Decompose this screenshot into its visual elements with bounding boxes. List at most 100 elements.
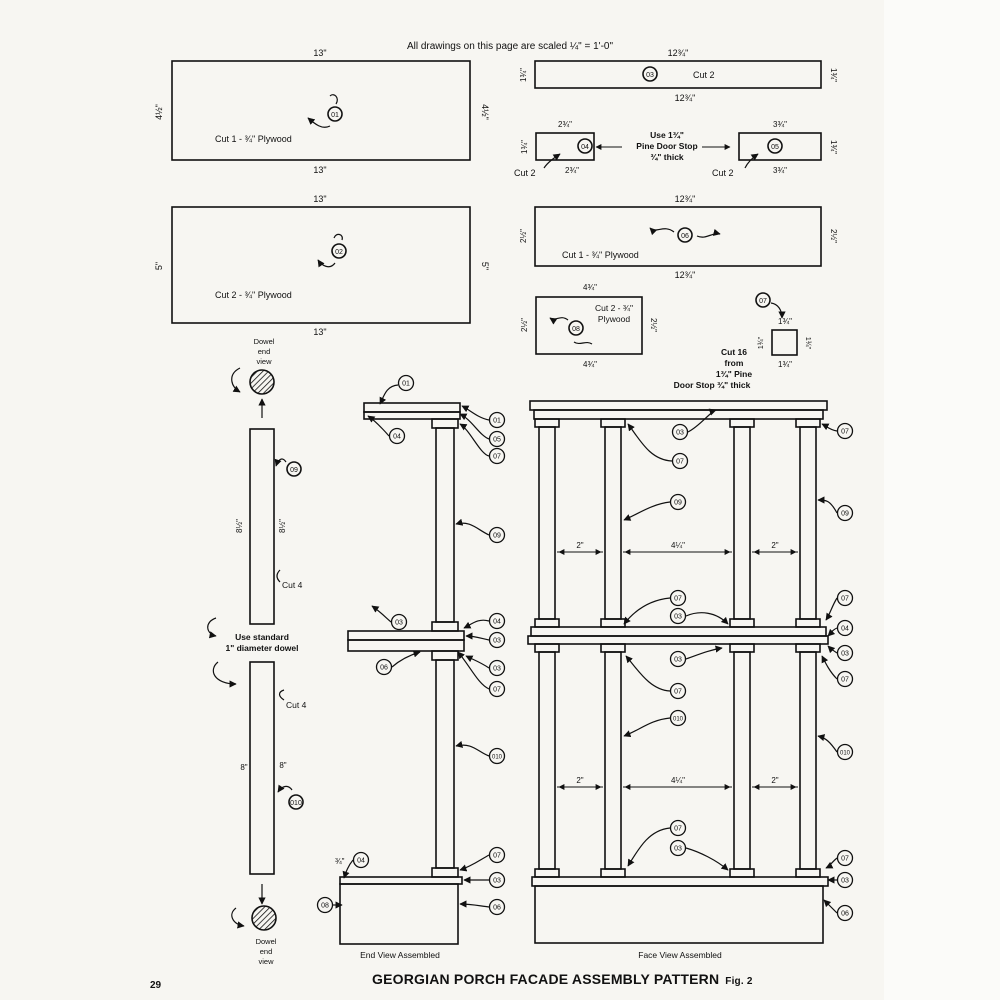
piece-07-side-dim-right: 1¾" [804, 337, 811, 350]
callout-number: 03 [493, 638, 501, 645]
callout-bubble [488, 747, 506, 765]
callout-leader [827, 627, 838, 637]
piece-02: 13" 13" 5" 5" Cut 2 - ¾" Plywood 02 [154, 194, 490, 337]
callout-bubble [836, 619, 854, 637]
callout-number: 03 [674, 846, 682, 853]
dowel-09-length-left: 8½" [235, 519, 244, 533]
piece-01-bottom-dim: 13" [313, 165, 326, 175]
callout-bubble [669, 819, 687, 837]
callout-bubble [316, 896, 334, 914]
piece-08-tag: 08 [572, 326, 580, 333]
callout-01-1: 01 [461, 405, 506, 429]
callout-bubble [836, 871, 854, 889]
callout-03-14: 03 [465, 631, 506, 649]
callout-bubble [669, 650, 687, 668]
callout-bubble [836, 743, 854, 761]
piece-03-bottom-dim: 12¾" [675, 93, 696, 103]
dowel-09: Dowel end view 8½" 8½" Cut 4 09 [231, 337, 303, 625]
piece-01: 13" 13" 4½" 4½" Cut 1 - ¾" Plywood 01 [154, 48, 490, 175]
callout-07-30: 07 [459, 846, 506, 872]
callout-03-29: 03 [669, 839, 729, 871]
piece-04-side-dim: 1¾" [520, 140, 529, 154]
callout-leader [627, 423, 673, 462]
piece-07-top-dim: 1¾" [778, 317, 792, 326]
callout-number: 07 [674, 596, 682, 603]
callout-leader [821, 655, 838, 680]
callout-bubble [669, 589, 687, 607]
piece-04-tag: 04 [581, 144, 589, 151]
callout-leader [685, 645, 723, 660]
dowel-09-length-right: 8½" [278, 519, 287, 533]
callout-03-31: 03 [463, 871, 506, 889]
callout-bubble [836, 849, 854, 867]
callout-leader [687, 408, 717, 433]
callout-07-22: 07 [825, 589, 854, 621]
piece-04-bottom-dim: 2¾" [565, 166, 579, 175]
dowel-010-length-left: 8" [240, 763, 247, 772]
callout-bubble [836, 644, 854, 662]
callout-number: 04 [357, 858, 365, 865]
callout-number: 010 [840, 751, 851, 757]
callout-05-2: 05 [459, 413, 506, 448]
callout-bubble [836, 589, 854, 607]
callout-09-8: 09 [455, 518, 506, 544]
piece-07-tag: 07 [759, 298, 767, 305]
callout-09-10: 09 [817, 496, 854, 522]
piece-02-side-dim-right: 5" [480, 262, 490, 270]
dowel-end-view-bottom-line-1: Dowel [256, 937, 277, 946]
dowel-end-view-bottom-line-3: view [258, 957, 274, 966]
callout-leader [823, 899, 838, 914]
callout-leader [685, 847, 729, 871]
callout-bubble [352, 851, 370, 869]
callout-06-37: 06 [823, 899, 854, 922]
callout-number: 05 [493, 437, 501, 444]
piece-03-side-dim-left: 1¾" [519, 68, 528, 82]
callout-number: 09 [493, 533, 501, 540]
callout-number: 06 [493, 905, 501, 912]
callout-number: 03 [841, 651, 849, 658]
callout-07-25: 07 [821, 655, 854, 688]
piece-07-cut-line-1: Cut 16 [721, 347, 747, 357]
callout-bubble [671, 452, 689, 470]
piece-05-bottom-dim: 3¾" [773, 166, 787, 175]
piece-03: 12¾" 12¾" 1¾" 1¾" 03 Cut 2 [519, 48, 838, 103]
callout-bubble [671, 423, 689, 441]
callout-number: 03 [841, 878, 849, 885]
door-stop-note-line-1: Use 1¾" [650, 130, 684, 140]
callout-bubble [488, 898, 506, 916]
piece-08-cut-line-2: Plywood [598, 314, 630, 324]
callout-bubble [669, 709, 687, 727]
callout-number: 07 [674, 689, 682, 696]
callout-bubble [836, 670, 854, 688]
dowel-note-line-1: Use standard [235, 632, 289, 642]
dowel-010-length-right: 8" [279, 761, 286, 770]
callout-number: 03 [395, 620, 403, 627]
door-stop-note-line-3: ¾" thick [650, 152, 684, 162]
callout-leader [459, 413, 490, 440]
piece-05-top-dim: 3¾" [773, 120, 787, 129]
callout-07-16: 07 [457, 651, 506, 698]
piece-08-side-dim-right: 2½" [649, 318, 658, 332]
callout-number: 03 [676, 430, 684, 437]
callout-number: 07 [841, 429, 849, 436]
door-stop-note-line-2: Pine Door Stop [636, 141, 697, 151]
callout-leader [827, 645, 838, 654]
piece-08-side-dim-left: 2½" [520, 318, 529, 332]
callout-bubble [488, 659, 506, 677]
callout-leader [625, 655, 671, 692]
piece-03-tag: 03 [646, 72, 654, 79]
gap-center-lower: 4¼" [671, 776, 685, 785]
callout-07-35: 07 [825, 849, 854, 869]
piece-03-top-dim: 12¾" [668, 48, 689, 58]
callout-bubble [488, 612, 506, 630]
piece-02-bottom-dim: 13" [313, 327, 326, 337]
piece-08-cut-line-1: Cut 2 - ¾" [595, 303, 633, 313]
callout-bubble [488, 871, 506, 889]
callout-leader [459, 854, 490, 872]
piece-01-side-dim-right: 4½" [480, 104, 490, 120]
dowel-end-view-bottom-line-2: end [260, 947, 273, 956]
gap-side-right-upper: 2" [771, 541, 778, 550]
callout-bubble [488, 430, 506, 448]
callout-bubble [488, 680, 506, 698]
